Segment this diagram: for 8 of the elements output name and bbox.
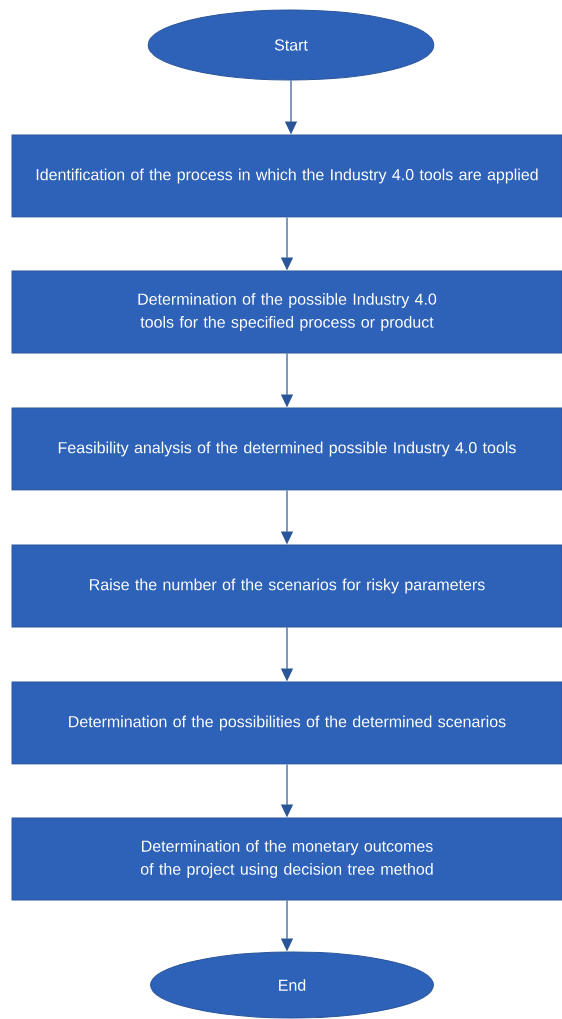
process-box: Determination of the monetary outcomes of the project using decision tree method <box>11 817 562 901</box>
process-box: Identification of the process in which the Industry 4.0 tools are applied <box>11 134 562 218</box>
terminal-oval: Start <box>147 9 435 81</box>
process-box: Determination of the possible Industry 4.0 tools for the specified process or product <box>11 270 562 354</box>
terminal-oval: End <box>150 951 434 1019</box>
process-box: Raise the number of the scenarios for risky parameters <box>11 544 562 628</box>
process-box: Determination of the possibilities of the determined scenarios <box>11 681 562 765</box>
process-box: Feasibility analysis of the determined possible Industry 4.0 tools <box>11 407 562 491</box>
